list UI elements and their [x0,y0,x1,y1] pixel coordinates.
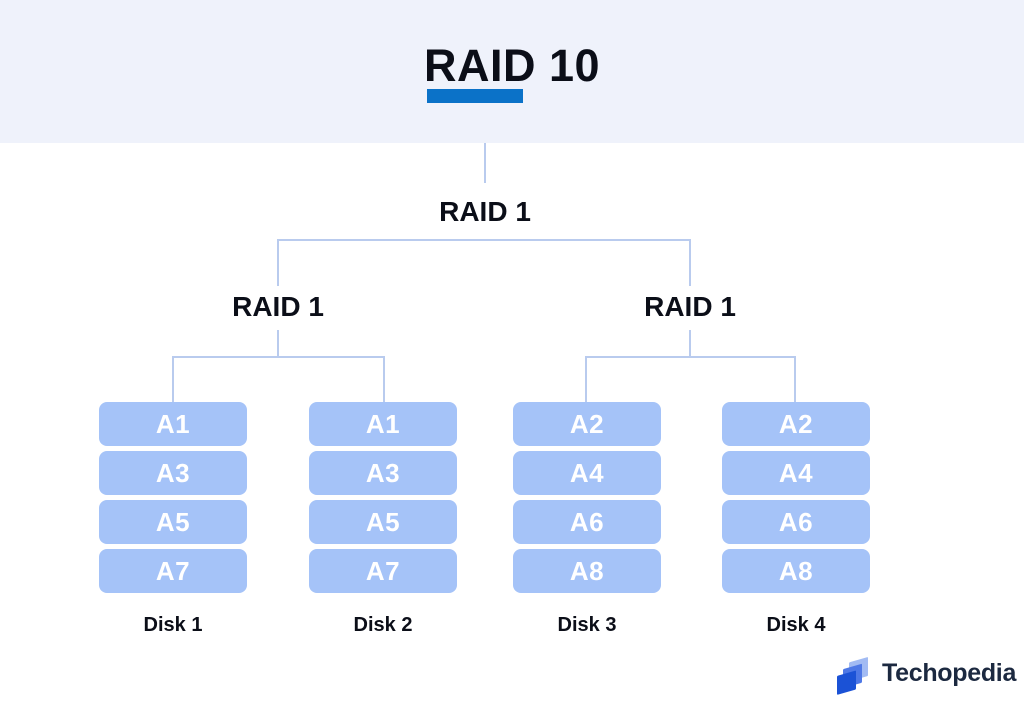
stripe-block: A3 [309,451,457,495]
connector-disk4-drop [794,356,796,403]
disk-label: Disk 3 [557,614,617,636]
connector-right-stub [689,330,691,357]
stripe-block: A2 [513,402,661,446]
disk-column-1: A1 A3 A5 A7 Disk 1 [99,402,247,637]
stripe-block: A8 [513,549,661,593]
stripe-block: A6 [513,500,661,544]
stripe-block: A7 [309,549,457,593]
stripe-block: A4 [722,451,870,495]
disk-column-3: A2 A4 A6 A8 Disk 3 [513,402,661,637]
connector-disk3-drop [585,356,587,403]
stripe-block: A1 [99,402,247,446]
stripe-block: A6 [722,500,870,544]
stripe-block: A1 [309,402,457,446]
disk-label: Disk 2 [353,614,413,636]
stripe-block: A5 [309,500,457,544]
connector-header-root [484,143,486,183]
stripe-block: A3 [99,451,247,495]
techopedia-logo-text: Techopedia [882,658,1017,687]
disk-label: Disk 1 [143,614,203,636]
stripe-block: A8 [722,549,870,593]
stripe-block: A5 [99,500,247,544]
connector-left-horizontal [172,356,385,358]
connector-right-horizontal [585,356,796,358]
title-underline-bar [427,89,523,103]
connector-top-horizontal [277,239,691,241]
disk-column-4: A2 A4 A6 A8 Disk 4 [722,402,870,637]
header-band: RAID 10 [0,0,1024,143]
connector-top-left-drop [277,239,279,286]
node-raid1-right: RAID 1 [644,291,736,322]
stripe-block: A2 [722,402,870,446]
connector-top-right-drop [689,239,691,286]
connector-disk2-drop [383,356,385,403]
disk-column-2: A1 A3 A5 A7 Disk 2 [309,402,457,637]
disk-label: Disk 4 [766,614,826,636]
connector-left-stub [277,330,279,357]
node-raid1-left: RAID 1 [232,291,324,322]
page-title: RAID 10 [423,40,601,91]
techopedia-logo-icon [833,650,875,696]
stripe-block: A7 [99,549,247,593]
techopedia-logo: Techopedia [833,650,1016,696]
connector-disk1-drop [172,356,174,403]
node-raid1-root: RAID 1 [439,196,531,227]
stripe-block: A4 [513,451,661,495]
